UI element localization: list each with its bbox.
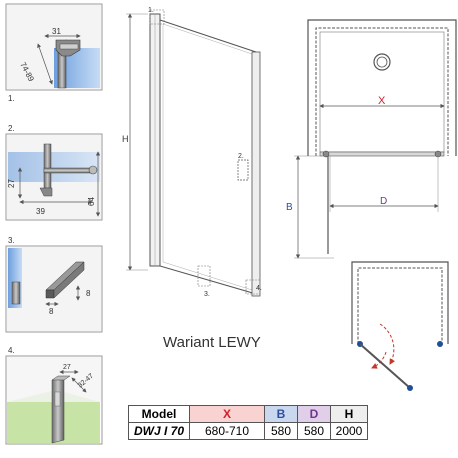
cell-d: 580: [297, 422, 331, 440]
detail-4-profile-top: [51, 375, 71, 381]
swing-latch: [437, 341, 443, 347]
swing-wall-inner: [357, 267, 443, 344]
swing-door-tip: [407, 385, 413, 391]
callout-label-1: 1.: [148, 7, 154, 14]
detail-3-height-label: 8: [86, 289, 91, 298]
header-d: D: [297, 405, 331, 423]
detail-2-side-label: 64: [87, 197, 96, 206]
detail-4-profile-slot: [54, 391, 61, 407]
door-elevation: H 1. 2. 3. 4.: [122, 7, 262, 298]
door-handle-callout: [237, 159, 249, 181]
detail-4-profile: [51, 375, 65, 444]
detail-3: 3. 8 8: [5, 236, 103, 333]
detail-2-height-label: 27: [7, 179, 16, 188]
detail-2-handle-post: [43, 143, 52, 189]
callout-label-3: 3.: [204, 291, 210, 298]
plan-wall-inner: [315, 27, 449, 156]
callout-box-1: [149, 9, 165, 25]
door-height-label: H: [122, 134, 129, 144]
plan-door-line: [319, 151, 445, 157]
detail-4-range-dim-line: [71, 377, 87, 393]
detail-1-range-dim-line: [37, 43, 53, 85]
detail-4: 4. 27 32-47: [5, 346, 103, 445]
plan-x-label: X: [378, 95, 386, 107]
plan-d-label: D: [380, 196, 387, 207]
header-model: Model: [128, 405, 190, 423]
door-edge-profile: [251, 51, 261, 297]
plan-drain-inner: [376, 56, 388, 68]
plan-tray: [319, 31, 445, 153]
cell-x: 680-710: [189, 422, 265, 440]
header-b: B: [264, 405, 298, 423]
plan-hinge-left: [322, 150, 330, 158]
callout-box-4: [245, 279, 261, 295]
spec-table: Model X B D H DWJ I 70 680-710 580 580 2…: [128, 405, 368, 440]
detail-2-number: 2.: [8, 124, 15, 133]
header-h: H: [330, 405, 368, 423]
detail-2: 2. 27 39 64: [5, 124, 103, 221]
detail-2-knob: [88, 165, 98, 175]
swing-door-leaf: [359, 343, 411, 389]
cell-model: DWJ I 70: [128, 422, 190, 440]
cell-h: 2000: [330, 422, 368, 440]
swing-wall-outer: [351, 261, 449, 344]
detail-2-width-label: 39: [36, 207, 45, 216]
table-row: DWJ I 70 680-710 580 580 2000: [128, 422, 368, 440]
detail-1-width-label: 31: [52, 27, 61, 36]
plan-view: X D B: [286, 19, 457, 259]
swing-arc-outward: [379, 323, 396, 365]
detail-1-number: 1.: [8, 94, 15, 103]
detail-3-number: 3.: [8, 236, 15, 245]
plan-wall-outer: [307, 19, 457, 156]
detail-4-number: 4.: [8, 346, 15, 355]
detail-2-handle-bar: [43, 167, 93, 174]
detail-3-profile-end: [45, 289, 55, 299]
detail-3-width-label: 8: [49, 307, 54, 316]
header-x: X: [189, 405, 265, 423]
detail-3-side-profile: [11, 281, 21, 305]
spec-header-row: Model X B D H: [128, 405, 368, 423]
callout-label-2: 2.: [238, 153, 244, 160]
detail-3-profile-side: [53, 261, 85, 299]
detail-1: 1. 31 74-89: [5, 3, 103, 103]
callout-box-3: [197, 265, 211, 287]
detail-4-width-label: 27: [63, 364, 71, 371]
variant-label: Wariant LEWY: [163, 334, 261, 351]
plan-b-label: B: [286, 202, 293, 213]
detail-2-base: [39, 187, 53, 197]
detail-1-cap-slot: [59, 43, 79, 50]
detail-2-glass: [8, 152, 100, 182]
cell-b: 580: [264, 422, 298, 440]
callout-label-4: 4.: [256, 285, 262, 292]
swing-arc-inward: [371, 351, 387, 369]
swing-diagram: [351, 261, 449, 391]
